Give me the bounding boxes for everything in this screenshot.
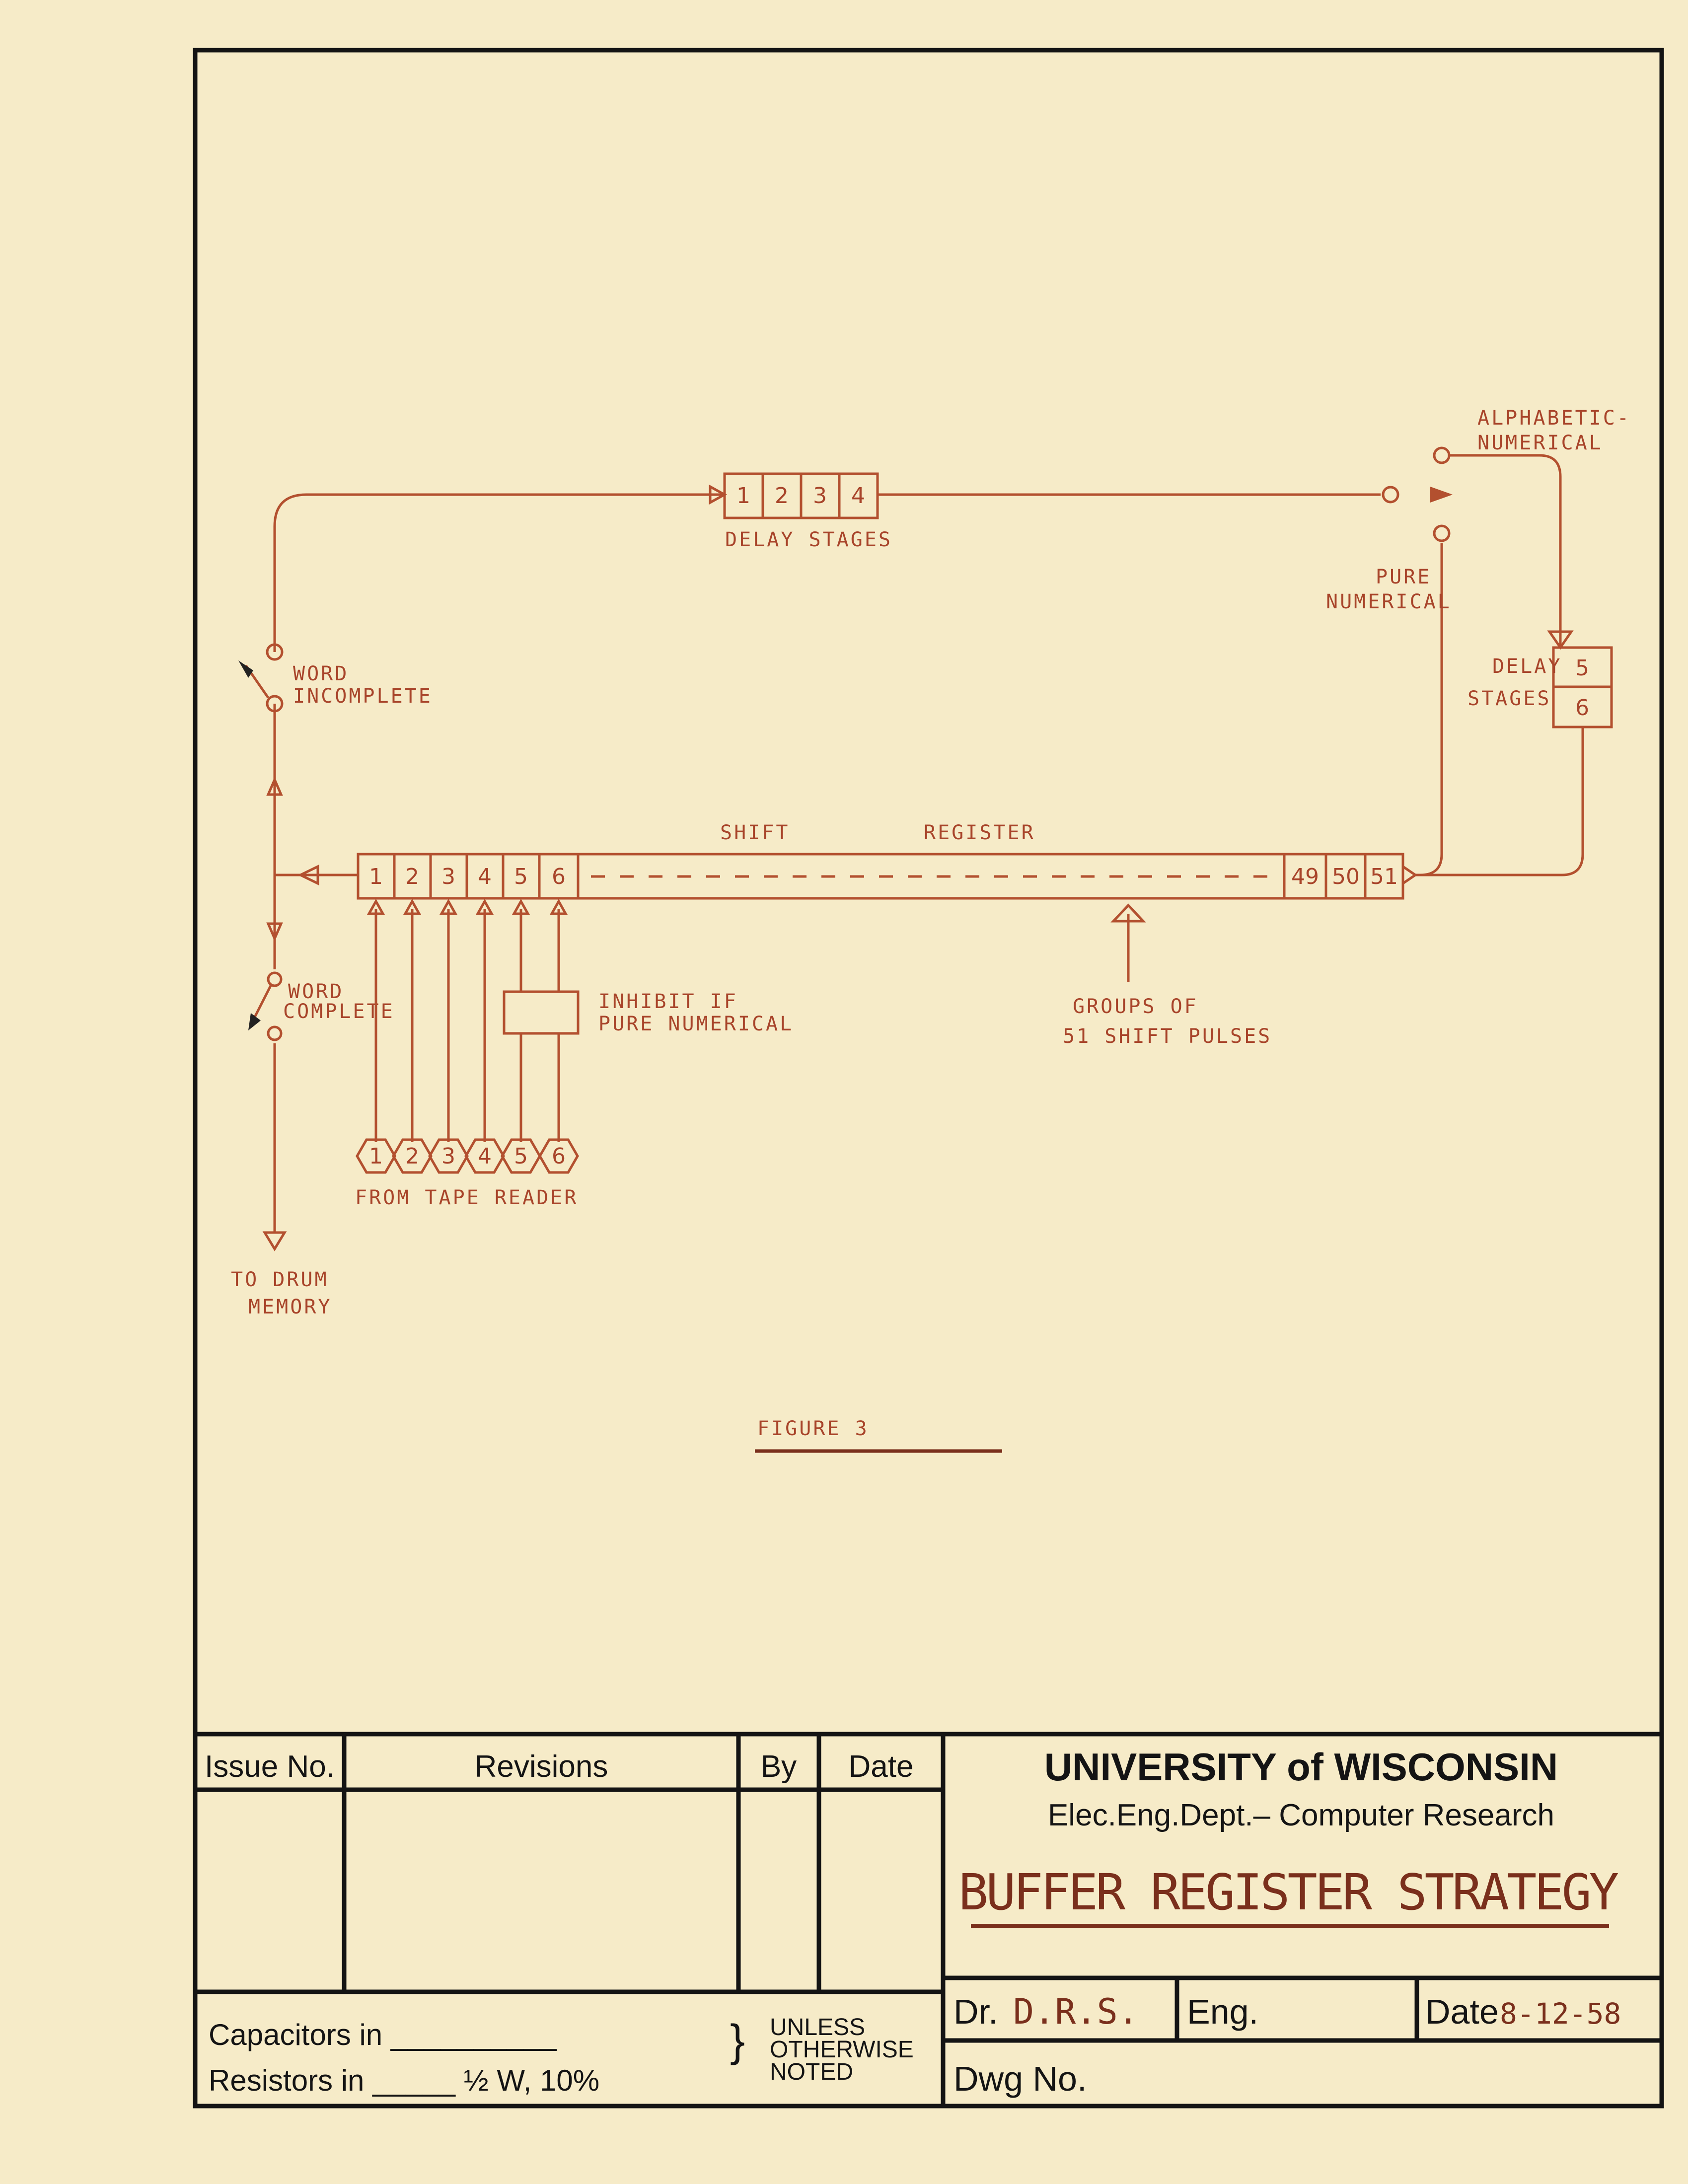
- switch-arrow-icon: [1430, 487, 1453, 503]
- shift-register-title: REGISTER: [924, 821, 1035, 844]
- university-name: UNIVERSITY of WISCONSIN: [1044, 1745, 1558, 1789]
- delay-stages-label: DELAY STAGES: [725, 528, 892, 551]
- register-cell: 51: [1370, 864, 1398, 889]
- stages-label: STAGES: [1468, 687, 1551, 710]
- register-cell: 6: [552, 864, 566, 889]
- shift-pulses-label: 51 SHIFT PULSES: [1063, 1025, 1272, 1048]
- shift-register: SHIFT REGISTER 1 2 3 4 5 6 49 50 51: [357, 821, 1404, 900]
- tape-channel: 6: [552, 1144, 566, 1169]
- register-cell: 4: [478, 864, 492, 889]
- sheet-border: [193, 48, 1664, 2109]
- tape-channel: 1: [369, 1144, 383, 1169]
- word-incomplete-switch: [238, 643, 284, 713]
- delay-cell: 5: [1575, 655, 1589, 681]
- by-header: By: [761, 1749, 797, 1784]
- register-cell: 50: [1332, 864, 1360, 889]
- arrows: [262, 484, 1574, 1251]
- register-cell: 3: [441, 864, 455, 889]
- tape-reader-inputs: 1 2 3 4 5 6: [356, 1138, 579, 1174]
- date-header: Date: [849, 1749, 914, 1784]
- issue-no-header: Issue No.: [205, 1749, 335, 1784]
- drawing-title: BUFFER REGISTER STRATEGY: [958, 1863, 1619, 1921]
- word-incomplete-label: WORD: [293, 662, 349, 685]
- right-delay-stages: 5 6 DELAY STAGES: [1468, 646, 1613, 728]
- unless-note: NOTED: [770, 2059, 853, 2085]
- drawn-by-label: Dr.: [954, 1992, 998, 2031]
- unless-note: OTHERWISE: [770, 2037, 914, 2063]
- delay-cell: 1: [736, 483, 750, 509]
- to-drum-label: TO DRUM: [231, 1268, 329, 1291]
- tape-channel: 2: [405, 1144, 419, 1169]
- register-cell: 49: [1291, 864, 1319, 889]
- resistors-note: Resistors in _____ ½ W, 10%: [209, 2064, 599, 2097]
- drawing-number-label: Dwg No.: [954, 2059, 1087, 2098]
- department-name: Elec.Eng.Dept.– Computer Research: [1048, 1798, 1554, 1832]
- word-complete-switch: [248, 971, 283, 1041]
- register-cell: 2: [405, 864, 419, 889]
- alphabetic-numerical-label: NUMERICAL: [1477, 432, 1603, 454]
- capacitors-note: Capacitors in __________: [209, 2018, 557, 2051]
- word-complete-label: WORD: [288, 980, 344, 1003]
- delay-cell: 3: [813, 483, 827, 509]
- revisions-header: Revisions: [475, 1749, 608, 1784]
- tape-reader-label: FROM TAPE READER: [355, 1186, 578, 1209]
- inhibit-label: INHIBIT IF: [598, 990, 738, 1013]
- circuit-wires: [273, 454, 1584, 1233]
- inhibit-label: PURE NUMERICAL: [598, 1013, 794, 1035]
- register-cell: 1: [369, 864, 383, 889]
- brace: }: [730, 2016, 745, 2066]
- top-switch: [1382, 446, 1451, 542]
- top-delay-stages: 1 2 3 4 DELAY STAGES: [723, 472, 892, 551]
- alphabetic-numerical-label: ALPHABETIC-: [1477, 407, 1631, 430]
- delay-cell: 4: [851, 483, 865, 509]
- date-value: 8-12-58: [1500, 1997, 1621, 2031]
- tape-channel: 3: [441, 1144, 455, 1169]
- drawn-by-value: D.R.S.: [1013, 1991, 1139, 2032]
- tape-channel: 4: [478, 1144, 492, 1169]
- delay-cell: 2: [775, 483, 789, 509]
- tape-channel: 5: [514, 1144, 528, 1169]
- word-complete-label: COMPLETE: [283, 1000, 395, 1023]
- shift-pulses-label: GROUPS OF: [1073, 995, 1198, 1018]
- word-incomplete-label: INCOMPLETE: [293, 685, 433, 708]
- unless-note: UNLESS: [770, 2014, 865, 2040]
- delay-cell: 6: [1575, 695, 1589, 721]
- date-label: Date: [1425, 1992, 1499, 2031]
- pure-numerical-label: PURE: [1376, 566, 1431, 588]
- to-drum-label: MEMORY: [248, 1296, 332, 1318]
- register-cell: 5: [514, 864, 528, 889]
- eng-label: Eng.: [1187, 1992, 1258, 2031]
- figure-label: FIGURE 3: [757, 1417, 869, 1440]
- title-block-grid: [195, 1732, 1662, 2106]
- tape-input-lines: [367, 898, 1146, 1142]
- delay-label: DELAY: [1492, 655, 1562, 678]
- pure-numerical-label: NUMERICAL: [1326, 590, 1452, 613]
- inhibit-gate: [503, 990, 580, 1035]
- shift-register-title: SHIFT: [720, 821, 790, 844]
